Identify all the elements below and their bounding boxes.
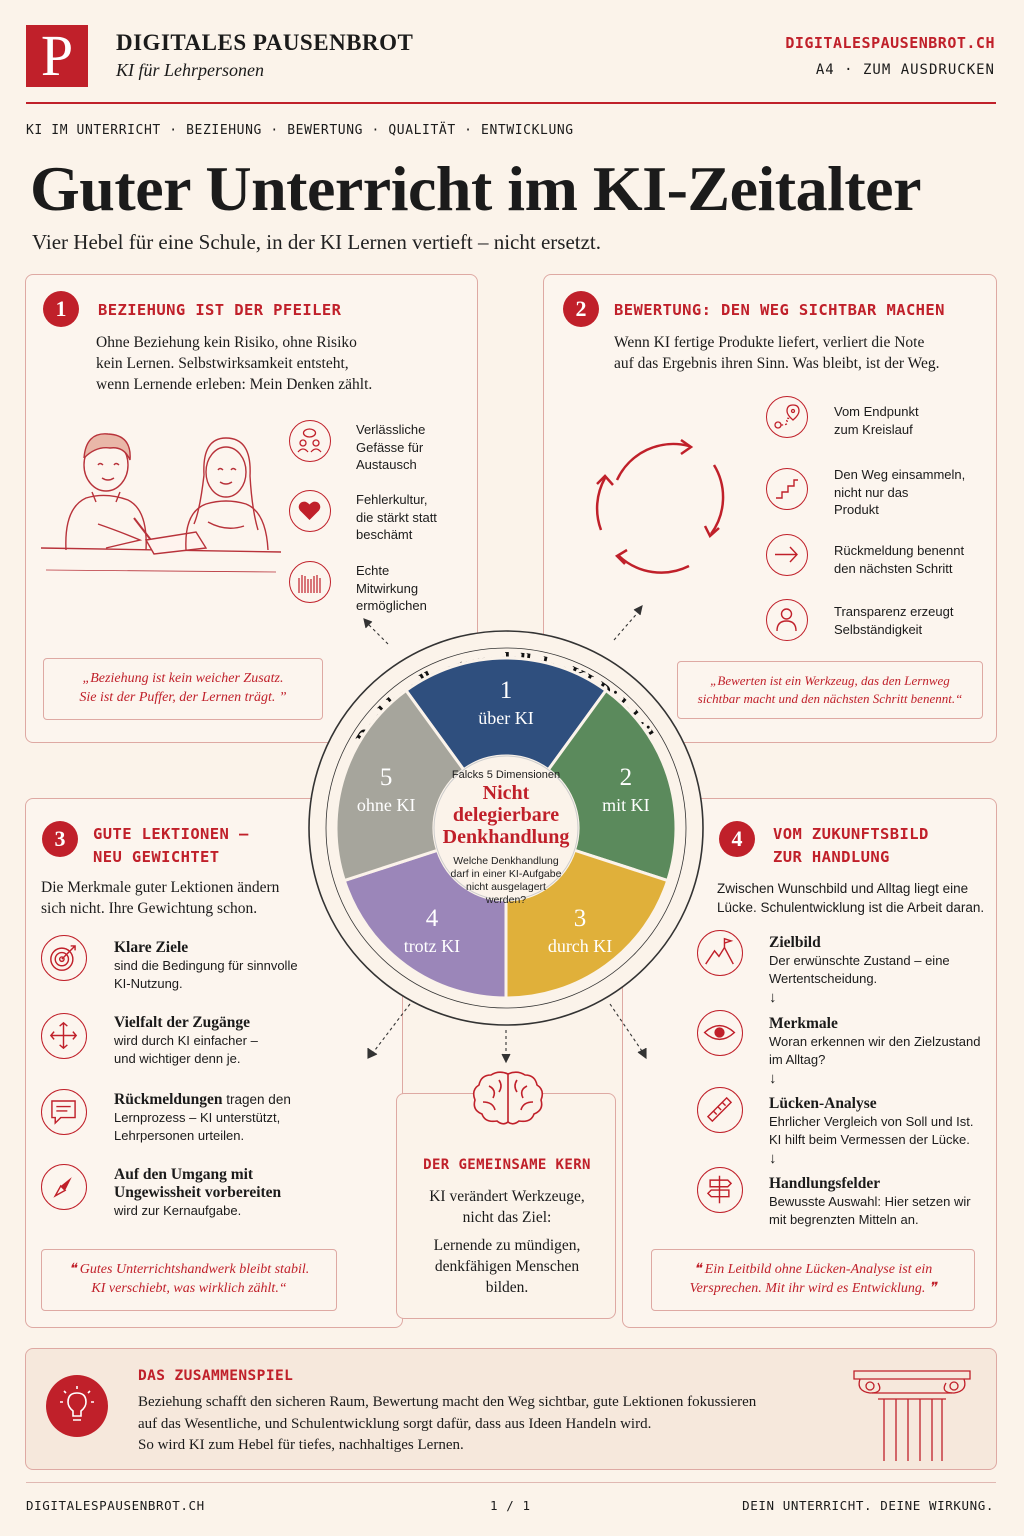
stairs-icon [766,468,808,510]
wheel-segment-label: ohne KI [357,795,415,815]
heart-icon [289,490,331,532]
feature-item: Vielfalt der Zugänge wird durch KI einfa… [114,1014,258,1066]
center-title-line: Denkhandlung [443,826,570,848]
students-illustration [40,433,282,573]
page-number: 1 / 1 [490,1498,531,1513]
footer-site[interactable]: DIGITALESPAUSENBROT.CH [26,1498,205,1513]
core-text: KI verändert Werkzeuge,nicht das Ziel: L… [429,1188,585,1296]
wheel-segment-number: 4 [426,905,439,932]
brand-tagline: KI für Lehrpersonen [116,60,264,80]
wheel-center [433,755,579,901]
center-title-line: delegierbare [453,804,559,826]
summary-text: Beziehung schafft den sicheren Raum, Bew… [138,1394,757,1453]
wheel-segment-number: 2 [620,764,633,791]
card-quote: ❝ Gutes Unterrichtshandwerk bleibt stabi… [41,1249,337,1311]
footer-tagline: DEIN UNTERRICHT. DEINE WIRKUNG. [742,1498,994,1513]
people-chat-icon [289,420,331,462]
compass-icon [41,1164,87,1210]
wheel-inner-ring [325,647,687,1009]
mountain-flag-icon [697,930,743,976]
summary-panel: DAS ZUSAMMENSPIEL Beziehung schafft den … [25,1348,997,1470]
brain-icon [472,1071,544,1125]
card-bewertung: 2 BEWERTUNG: DEN WEG SICHTBAR MACHEN Wen… [543,274,997,743]
step-item: Lücken-Analyse Ehrlicher Vergleich von S… [769,1095,974,1167]
feature-item: Auf den Umgang mit Ungewissheit vorberei… [114,1166,282,1218]
wheel-center-small: Falcks 5 Dimensionen [452,769,560,781]
column-capital-icon [853,1370,971,1461]
topic-list: KI IM UNTERRICHT · BEZIEHUNG · BEWERTUNG… [26,123,574,138]
card-number: 1 [43,291,79,327]
header-divider [26,102,996,104]
wheel-segment-number: 5 [380,764,393,791]
step-item: Merkmale Woran erkennen wir den Zielzust… [769,1015,981,1087]
footer-divider [26,1482,996,1483]
arrow-right-icon [766,534,808,576]
wheel-segment-number: 3 [574,905,587,932]
target-icon [41,935,87,981]
page-title: Guter Unterricht im KI-Zeitalter [30,153,921,224]
page-subtitle: Vier Hebel für eine Schule, in der KI Le… [32,230,601,254]
card-quote: „Bewerten ist ein Werkzeug, das den Lern… [677,661,983,719]
wheel-segment-label: mit KI [602,795,650,815]
card-title: BEZIEHUNG IST DER PFEILER [98,301,342,319]
card-number: 3 [42,821,78,857]
wheel-segment-label: über KI [478,708,533,728]
card-body: Zwischen Wunschbild und Alltag liegt ein… [717,881,985,915]
cycle-arrows-icon [595,438,725,574]
center-question-line: darf in einer KI-Aufgabe [451,868,562,880]
feature-item: Rückmeldungen tragen den Lernprozess – K… [114,1091,291,1143]
card-number: 4 [719,821,755,857]
card-quote: „Beziehung ist kein weicher Zusatz.Sie i… [43,658,323,720]
lightbulb-icon [46,1375,108,1437]
core-title: DER GEMEINSAME KERN [423,1157,591,1173]
center-title-line: Nicht [483,782,530,804]
brand-logo: P [26,25,88,87]
center-question-line: Welche Denkhandlung [453,855,559,867]
brand-name: DIGITALES PAUSENBROT [116,30,414,55]
ruler-icon [697,1087,743,1133]
card-gemeinsamer-kern: DER GEMEINSAME KERN KI verändert Werkzeu… [396,1071,616,1319]
step-item: Handlungsfelder Bewusste Auswahl: Hier s… [769,1175,971,1227]
card-title: GUTE LEKTIONEN –NEU GEWICHTET [93,825,249,866]
move-arrows-icon [41,1013,87,1059]
wheel-segment-label: durch KI [548,936,612,956]
thinking-model-wheel: Denkhandlungsmodell der KI-Didaktik 1übe… [308,630,704,1026]
card-quote: ❝ Ein Leitbild ohne Lücken-Analyse ist e… [651,1249,975,1311]
card-body: Wenn KI fertige Produkte liefert, verlie… [614,334,940,372]
route-pin-icon [766,396,808,438]
card-number: 2 [563,291,599,327]
eye-icon [697,1010,743,1056]
chat-bubble-icon [41,1089,87,1135]
center-question-line: werden? [485,894,526,906]
feature-item: Klare Ziele sind die Bedingung für sinnv… [114,939,298,991]
print-note: A4 · ZUM AUSDRUCKEN [815,62,995,78]
wheel-segment-label: trotz KI [404,936,460,956]
person-icon [766,599,808,641]
center-question-line: nicht ausgelagert [466,881,546,893]
card-title: BEWERTUNG: DEN WEG SICHTBAR MACHEN [614,301,945,319]
summary-title: DAS ZUSAMMENSPIEL [138,1368,294,1384]
site-url[interactable]: DIGITALESPAUSENBROT.CH [785,34,995,52]
signpost-icon [697,1167,743,1213]
raised-hands-icon [289,561,331,603]
wheel-segment-number: 1 [500,677,513,704]
